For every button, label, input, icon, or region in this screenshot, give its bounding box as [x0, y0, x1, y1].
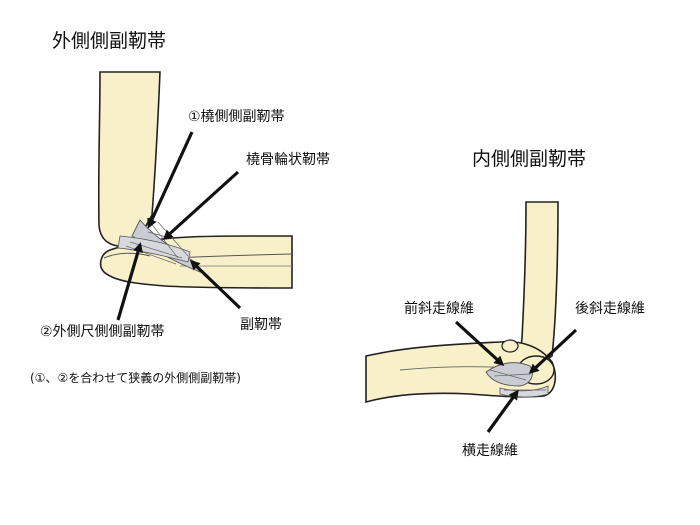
lateral-elbow-drawing: [97, 71, 293, 289]
arrow-accessory: [189, 259, 242, 310]
arrow-radial-collateral: [147, 131, 194, 229]
label-annular: 橈骨輪状靭帯: [246, 152, 330, 168]
label-transverse: 横走線維: [462, 443, 518, 459]
label-accessory: 副靭帯: [240, 317, 282, 333]
medial-title: 内側側副靭帯: [472, 148, 587, 170]
arrow-annular: [162, 170, 240, 241]
medial-humerus: [520, 201, 559, 367]
arrow-posterior-oblique: [528, 328, 578, 375]
arrow-anterior-oblique: [454, 320, 505, 367]
lateral-note: (①、②を合わせて狭義の外側側副靭帯): [30, 371, 241, 385]
medial-forearm: [365, 340, 557, 404]
label-radial-collateral: ①橈側側副靭帯: [188, 109, 285, 125]
label-ulnar-collateral: ②外側尺側側副靭帯: [40, 324, 165, 340]
lateral-title: 外側側副靭帯: [52, 30, 167, 52]
arrow-ulnar-collateral: [116, 242, 143, 321]
arrow-transverse: [486, 389, 519, 433]
label-anterior-oblique: 前斜走線維: [404, 301, 474, 317]
label-posterior-oblique: 後斜走線維: [575, 301, 645, 317]
